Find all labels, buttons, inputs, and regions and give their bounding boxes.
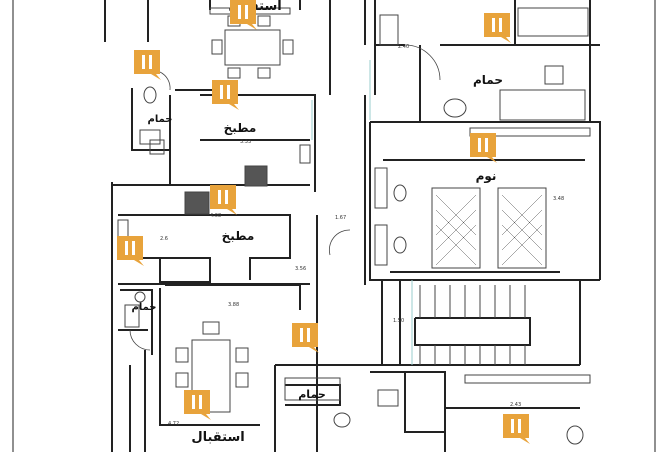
dimension-label: 1.50	[393, 318, 404, 324]
marker-bar	[199, 395, 202, 409]
marker-bar	[220, 85, 223, 99]
pause-icon[interactable]	[470, 133, 497, 163]
marker-bar	[499, 18, 502, 32]
marker-bar	[238, 5, 241, 19]
pause-icon[interactable]	[484, 13, 511, 43]
room-label-bedroom: نوم	[476, 169, 497, 184]
marker-bar	[125, 241, 128, 255]
marker-body	[212, 80, 239, 110]
marker-bar	[192, 395, 195, 409]
pause-icon[interactable]	[117, 236, 144, 266]
bed-hatch	[435, 194, 543, 266]
room-label-kitchen-mid: مطبخ	[222, 229, 255, 243]
marker-bar	[300, 328, 303, 342]
glass-lines	[311, 60, 413, 365]
marker-bar	[245, 5, 248, 19]
pause-icon[interactable]	[210, 185, 237, 215]
marker-body	[292, 323, 319, 353]
marker-bar	[132, 241, 135, 255]
room-label-kitchen-top: مطبخ	[224, 121, 257, 135]
room-label-bath-bottom: حمام	[298, 388, 326, 401]
marker-body	[210, 185, 237, 215]
room-label-wc-left: حمام	[148, 114, 173, 125]
marker-bar	[478, 138, 481, 152]
marker-bar	[149, 55, 152, 69]
marker-bar	[225, 190, 228, 204]
marker-bar	[511, 419, 514, 433]
dimension-label: 4.08	[210, 213, 221, 219]
pause-icon[interactable]	[230, 0, 257, 30]
marker-bar	[142, 55, 145, 69]
dimension-label: 3.33	[240, 139, 251, 145]
pause-icon[interactable]	[212, 80, 239, 110]
marker-body	[230, 0, 257, 30]
markers	[117, 0, 530, 444]
dimension-label: 3.48	[553, 196, 564, 202]
pause-icon[interactable]	[503, 414, 530, 444]
room-label-bath-left-small: حمام	[132, 302, 157, 313]
dimension-label: 2.43	[510, 402, 521, 408]
marker-body	[484, 13, 511, 43]
marker-body	[117, 236, 144, 266]
dimension-label: 3.88	[228, 302, 239, 308]
dimension-label: 2.40	[398, 44, 409, 50]
marker-bar	[307, 328, 310, 342]
door-swings	[129, 44, 441, 351]
marker-body	[184, 390, 211, 420]
marker-body	[470, 133, 497, 163]
marker-bar	[518, 419, 521, 433]
pause-icon[interactable]	[134, 50, 161, 80]
dimension-label: 4.72	[168, 421, 179, 427]
marker-bar	[485, 138, 488, 152]
room-label-bath-top: حمام	[473, 73, 503, 88]
marker-body	[134, 50, 161, 80]
dimension-label: 3.56	[295, 266, 306, 272]
marker-bar	[492, 18, 495, 32]
marker-body	[503, 414, 530, 444]
pause-icon[interactable]	[292, 323, 319, 353]
fixtures	[117, 7, 591, 445]
pause-icon[interactable]	[184, 390, 211, 420]
dimension-label: 1.67	[335, 215, 346, 221]
marker-bar	[218, 190, 221, 204]
marker-bar	[227, 85, 230, 99]
dimension-label: 2.6	[160, 236, 168, 242]
room-label-reception-bottom: استقبال	[191, 430, 244, 445]
